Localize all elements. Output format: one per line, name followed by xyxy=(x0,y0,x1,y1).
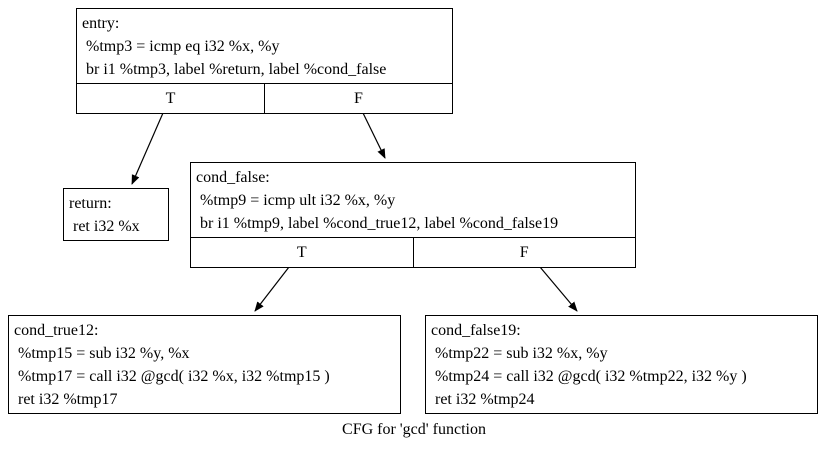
branch-true-cell: T xyxy=(165,90,176,107)
branch-row: T F xyxy=(77,83,452,113)
instruction-line: %tmp15 = sub i32 %y, %x xyxy=(14,345,190,362)
instruction-line: ret i32 %tmp17 xyxy=(14,391,118,408)
node-return: return: ret i32 %x xyxy=(63,188,169,241)
edge-entry-true-return xyxy=(131,112,164,185)
node-cond_false-code: cond_false: %tmp9 = icmp ult i32 %x, %y … xyxy=(191,163,635,237)
branch-false-cell: F xyxy=(412,238,636,267)
node-cond_false19: cond_false19: %tmp22 = sub i32 %x, %y %t… xyxy=(425,315,818,414)
instruction-line: %tmp9 = icmp ult i32 %x, %y xyxy=(196,192,396,209)
instruction-line: ret i32 %tmp24 xyxy=(431,391,535,408)
basic-block-label: cond_false19: xyxy=(431,322,521,339)
edge-cond_false-false-cond_false19 xyxy=(539,266,578,312)
graph-title: CFG for 'gcd' function xyxy=(342,421,486,438)
instruction-line: %tmp17 = call i32 @gcd( i32 %x, i32 %tmp… xyxy=(14,368,330,385)
node-return-code: return: ret i32 %x xyxy=(64,189,168,240)
branch-row: T F xyxy=(191,237,635,267)
edge-entry-false-cond_false xyxy=(362,112,386,159)
node-cond_false: cond_false: %tmp9 = icmp ult i32 %x, %y … xyxy=(190,162,636,268)
basic-block-label: entry: xyxy=(82,15,120,32)
instruction-line: br i1 %tmp9, label %cond_true12, label %… xyxy=(196,215,559,232)
basic-block-label: cond_true12: xyxy=(14,322,99,339)
node-cond_true12-code: cond_true12: %tmp15 = sub i32 %y, %x %tm… xyxy=(9,316,400,413)
instruction-line: ret i32 %x xyxy=(69,218,140,235)
basic-block-label: cond_false: xyxy=(196,169,270,186)
edge-cond_false-true-cond_true12 xyxy=(254,266,290,312)
instruction-line: %tmp24 = call i32 @gcd( i32 %tmp22, i32 … xyxy=(431,368,747,385)
branch-true-cell: T xyxy=(296,244,307,261)
basic-block-label: return: xyxy=(69,195,112,212)
node-cond_true12: cond_true12: %tmp15 = sub i32 %y, %x %tm… xyxy=(8,315,401,414)
node-entry-code: entry: %tmp3 = icmp eq i32 %x, %y br i1 … xyxy=(77,9,452,83)
instruction-line: %tmp22 = sub i32 %x, %y xyxy=(431,345,608,362)
node-entry: entry: %tmp3 = icmp eq i32 %x, %y br i1 … xyxy=(76,8,453,114)
instruction-line: %tmp3 = icmp eq i32 %x, %y xyxy=(82,38,280,55)
node-cond_false19-code: cond_false19: %tmp22 = sub i32 %x, %y %t… xyxy=(426,316,817,413)
branch-false-cell: F xyxy=(264,84,452,113)
instruction-line: br i1 %tmp3, label %return, label %cond_… xyxy=(82,61,387,78)
